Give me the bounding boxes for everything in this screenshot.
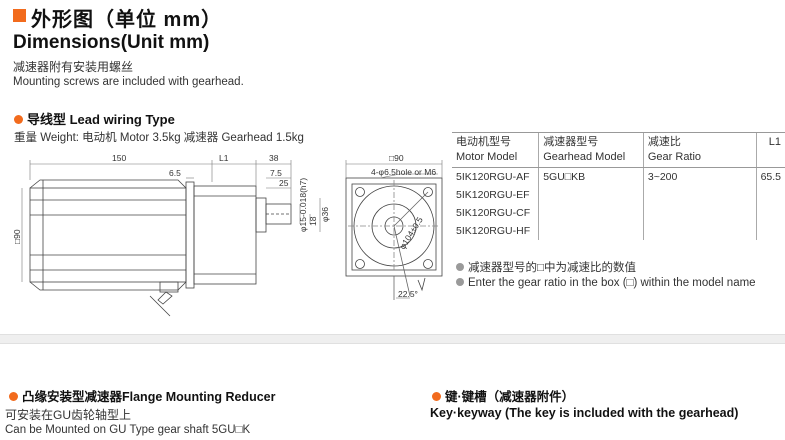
gearhead-model-cell: 5GU□KB — [538, 167, 644, 240]
bullet-dot-icon — [9, 392, 18, 401]
dim-7-5: 7.5 — [270, 168, 282, 178]
motor-model-cell: 5IK120RGU-AF — [456, 171, 530, 183]
motor-model-cell: 5IK120RGU-EF — [456, 189, 530, 201]
table-row: 5IK120RGU-CF — [452, 204, 785, 222]
front-view-dimensions — [345, 160, 443, 299]
mounting-note-en: Mounting screws are included with gearhe… — [13, 76, 244, 88]
note-dot-icon — [456, 263, 464, 271]
dim-shaft: φ15-0.018(h7) — [298, 178, 308, 232]
table-row: 5IK120RGU-AF 5GU□KB 3~200 65.5 — [452, 167, 785, 240]
page-title-en: Dimensions(Unit mm) — [13, 32, 210, 53]
title-marker — [13, 9, 26, 22]
dim-36: φ36 — [320, 207, 330, 222]
gear-ratio-cell: 3~200 — [642, 167, 757, 240]
dim-38: 38 — [269, 153, 279, 163]
dim-angle: 22.5° — [398, 289, 418, 299]
dim-18: 18 — [308, 216, 318, 226]
header-l1: L1 — [755, 132, 785, 168]
table-note-cn: 减速器型号的□中为减速比的数值 — [456, 259, 636, 275]
side-view-dimension-labels: 150 L1 38 6.5 7.5 25 □90 φ15-0.018(h7) φ… — [12, 153, 330, 244]
page-title-cn: 外形图（单位 mm） — [31, 9, 223, 31]
dim-150: 150 — [112, 153, 126, 163]
lead-wiring-heading: 导线型 Lead wiring Type — [14, 109, 175, 128]
key-subheading: Key·keyway (The key is included with the… — [430, 406, 739, 420]
table-row: 5IK120RGU-HF — [452, 222, 785, 240]
mounting-note-cn: 减速器附有安装用螺丝 — [13, 60, 134, 74]
lead-wiring-heading-text: 导线型 Lead wiring Type — [27, 112, 175, 127]
section-divider — [0, 334, 785, 344]
dim-holes: 4-φ6.5hole or M6 — [371, 167, 436, 177]
flange-heading: 凸缘安装型减速器Flange Mounting Reducer — [9, 386, 275, 405]
weight-info: 重量 Weight: 电动机 Motor 3.5kg 减速器 Gearhead … — [14, 132, 304, 144]
dim-l1: L1 — [219, 153, 229, 163]
front-dim-90: □90 — [389, 153, 404, 163]
table-note-en: Enter the gear ratio in the box (□) with… — [456, 277, 756, 289]
dim-25: 25 — [279, 178, 289, 188]
note-dot-icon — [456, 278, 464, 286]
bullet-dot-icon — [14, 115, 23, 124]
motor-model-cell: 5IK120RGU-HF — [456, 225, 531, 237]
dim-90: □90 — [12, 229, 22, 244]
side-view-drawing — [29, 179, 292, 317]
front-view-drawing — [345, 177, 443, 300]
bullet-dot-icon — [432, 392, 441, 401]
side-view-dimensions — [21, 160, 321, 282]
flange-note-cn: 可安装在GU齿轮轴型上 — [5, 408, 132, 422]
table-row: 5IK120RGU-EF — [452, 186, 785, 204]
motor-model-cell: 5IK120RGU-CF — [456, 207, 531, 219]
dim-6-5: 6.5 — [169, 168, 181, 178]
flange-note-en: Can be Mounted on GU Type gear shaft 5GU… — [5, 424, 251, 436]
key-heading: 键·键槽（减速器附件） — [432, 386, 574, 405]
l1-cell: 65.5 — [755, 167, 785, 240]
